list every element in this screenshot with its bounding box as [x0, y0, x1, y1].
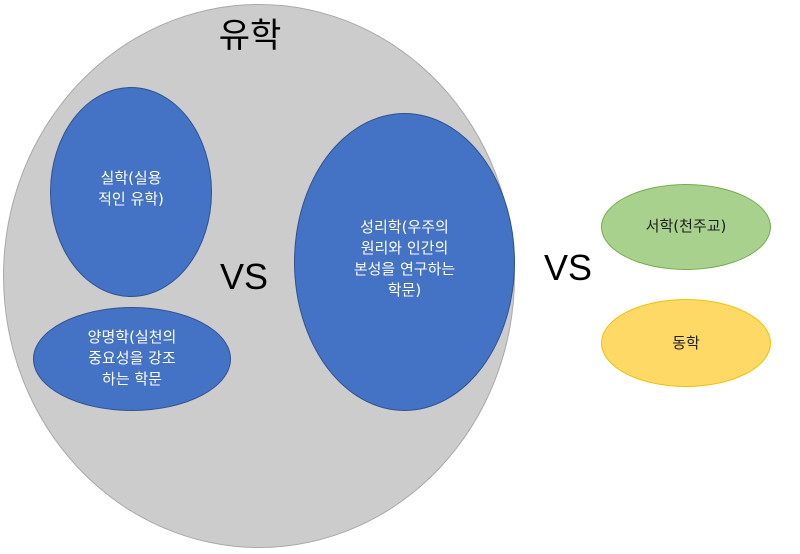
silhak-label: 실학(실용 적인 유학) — [50, 168, 212, 210]
yangmyeonghak-line-1: 양명학(실천의 — [87, 328, 177, 346]
donghak-ellipse — [601, 299, 771, 387]
seongnihak-line-3: 본성을 연구하는 — [353, 260, 456, 278]
silhak-ellipse — [50, 87, 212, 297]
seohak-label: 서학(천주교) — [645, 217, 727, 235]
yuhak-title: 유학 — [218, 16, 282, 56]
seongnihak-line-4: 학문) — [387, 281, 422, 299]
yangmyeonghak-ellipse — [33, 307, 231, 411]
donghak-label: 동학 — [672, 334, 700, 352]
yangmyeonghak-line-3: 하는 학문 — [102, 370, 162, 388]
seohak-ellipse — [601, 184, 771, 270]
seongnihak-ellipse — [294, 113, 515, 411]
yangmyeonghak-label: 양명학(실천의 중요성을 강조 하는 학문 — [33, 327, 231, 390]
silhak-line-2: 적인 유학) — [98, 190, 164, 208]
silhak-line-1: 실학(실용 — [100, 169, 162, 187]
inner-vs-label: VS — [220, 256, 269, 297]
yangmyeonghak-line-2: 중요성을 강조 — [88, 349, 176, 367]
outer-vs-label: VS — [544, 247, 593, 288]
seongnihak-line-1: 성리학(우주의 — [360, 218, 449, 236]
seongnihak-line-2: 원리와 인간의 — [360, 239, 449, 257]
seongnihak-label: 성리학(우주의 원리와 인간의 본성을 연구하는 학문) — [294, 217, 515, 301]
